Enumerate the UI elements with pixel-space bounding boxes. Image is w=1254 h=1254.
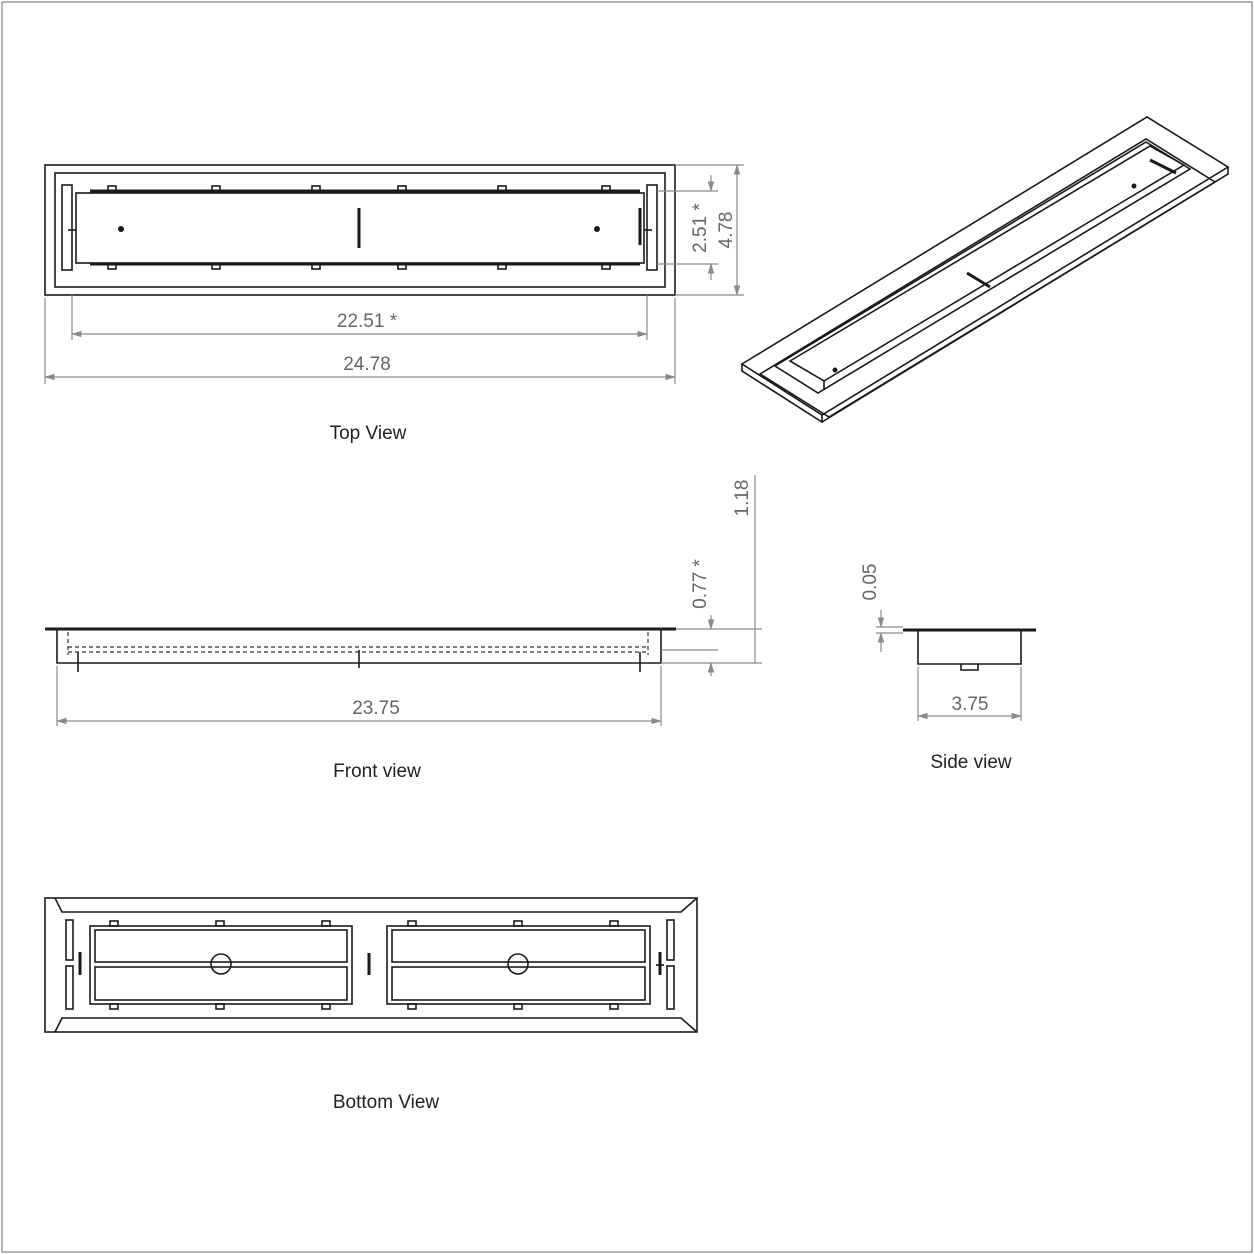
- front-view-drawing: [45, 627, 676, 672]
- side-view-label: Side view: [930, 752, 1012, 773]
- top-inner-length-dimension: 22.51 *: [337, 311, 398, 332]
- side-view-dimension-lines: [876, 610, 1023, 721]
- side-width-dimension: 3.75: [952, 694, 989, 715]
- top-inner-height-dimension: 2.51 *: [690, 203, 711, 253]
- top-view-dimension-lines: [43, 163, 744, 384]
- top-view-drawing: [44, 164, 676, 296]
- front-view-label: Front view: [333, 761, 421, 782]
- front-overall-height-dimension: 1.18: [732, 480, 753, 517]
- top-outer-length-dimension: 24.78: [343, 354, 391, 375]
- side-view-drawing: [903, 628, 1036, 671]
- bottom-view-label: Bottom View: [333, 1092, 440, 1113]
- top-outer-height-dimension: 4.78: [716, 212, 737, 249]
- top-view-label: Top View: [330, 423, 407, 444]
- front-inner-height-dimension: 0.77 *: [690, 559, 711, 609]
- bottom-view-drawing: [44, 897, 698, 1033]
- side-flange-dimension: 0.05: [860, 564, 881, 601]
- isometric-view-drawing: [740, 116, 1230, 424]
- front-view-dimension-lines: [55, 475, 762, 726]
- front-length-dimension: 23.75: [352, 698, 400, 719]
